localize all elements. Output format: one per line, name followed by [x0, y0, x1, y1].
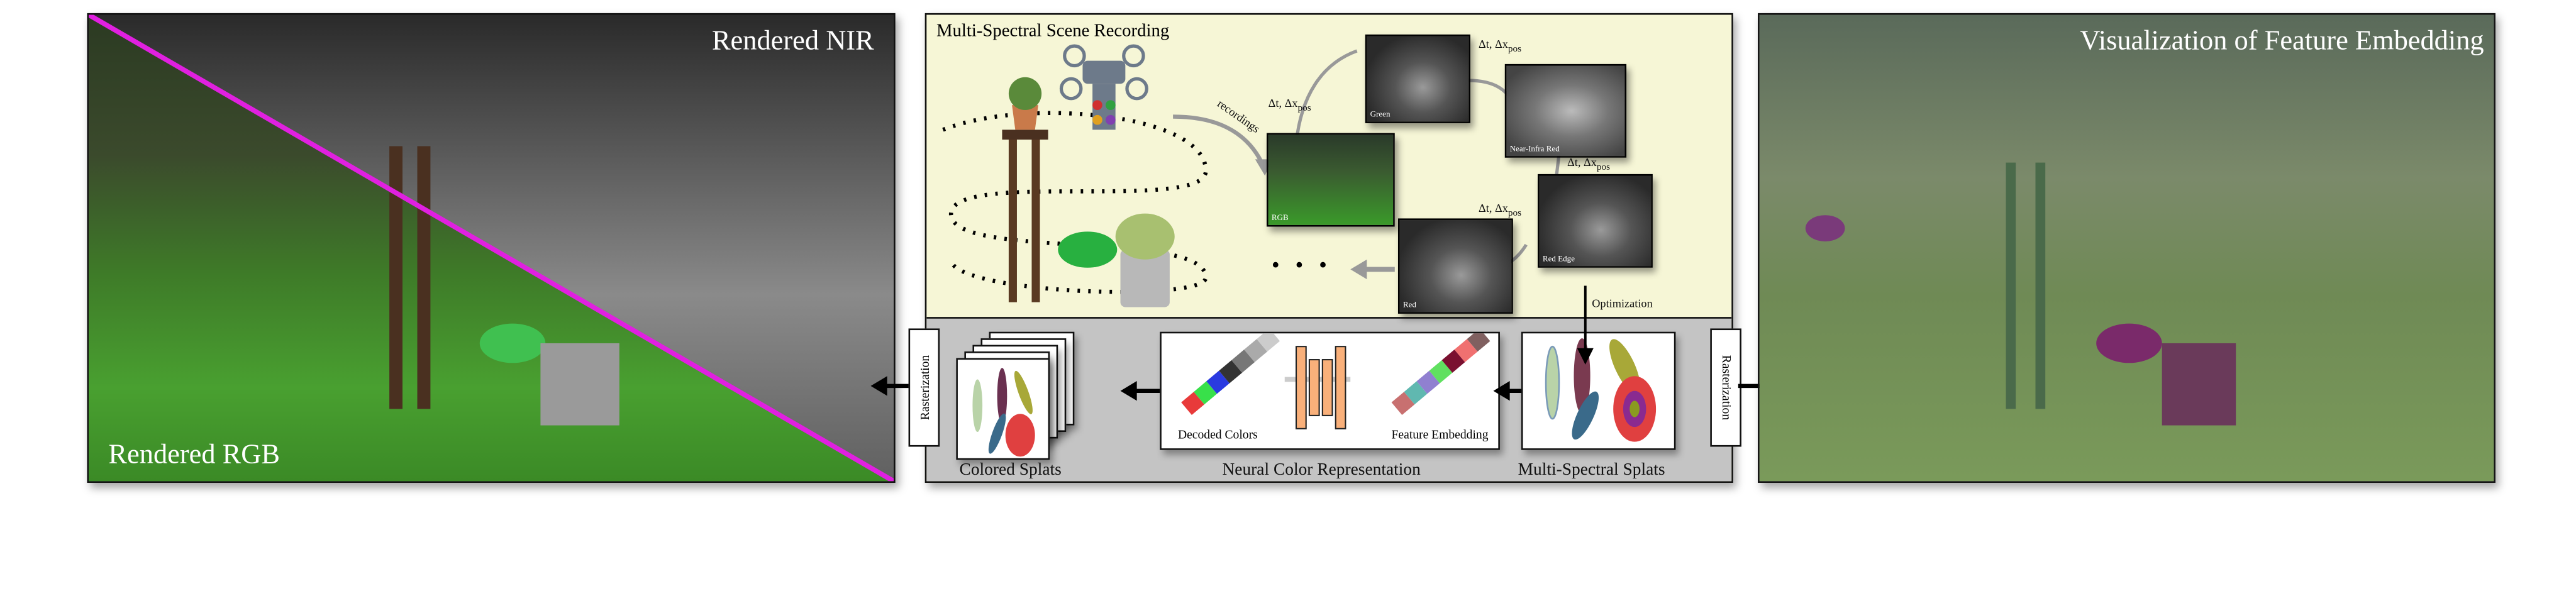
feature-embedding-visualization: Visualization of Feature Embedding: [1758, 13, 2496, 483]
delta-text: Δt, Δx: [1567, 156, 1597, 170]
delta-sub: pos: [1297, 104, 1311, 114]
feature-embedding-label: Feature Embedding: [1391, 427, 1489, 442]
optimization-arrow: [1577, 285, 1594, 365]
neural-color-representation-label: Neural Color Representation: [1222, 461, 1421, 480]
delta-text: Δt, Δx: [1478, 202, 1508, 216]
frame-red: Red: [1397, 218, 1513, 314]
delta-text: Δt, Δx: [1268, 97, 1298, 111]
delta-label-1: Δt, Δxpos: [1269, 97, 1311, 114]
frame-label: RGB: [1271, 215, 1289, 224]
frame-label: Near-Infra Red: [1509, 146, 1560, 155]
recording-illustration: [942, 44, 1561, 307]
rasterization-left: Rasterization: [908, 328, 940, 447]
delta-sub: pos: [1596, 163, 1611, 174]
rasterization-label: Rasterization: [916, 355, 932, 421]
delta-text: Δt, Δx: [1478, 38, 1508, 51]
colored-splats-label: Colored Splats: [959, 461, 1062, 480]
frame-green: Green: [1365, 34, 1470, 123]
multispectral-splats-image: [1521, 331, 1676, 450]
delta-sub: pos: [1507, 45, 1522, 55]
rendered-rgb-title: Rendered RGB: [108, 438, 280, 470]
delta-label-3: Δt, Δxpos: [1567, 156, 1610, 173]
neural-color-box: Decoded Colors Feature Embedding: [1160, 331, 1500, 450]
frame-label: Red: [1402, 302, 1416, 311]
feature-visualization-image: [1805, 162, 2236, 426]
arrow-decode-to-splats: [1120, 381, 1162, 401]
frame-red-edge: Red Edge: [1538, 174, 1653, 268]
ellipsis: • • •: [1271, 254, 1332, 280]
frame-rgb: RGB: [1267, 133, 1395, 227]
decoded-colors-label: Decoded Colors: [1177, 427, 1258, 442]
frame-label: Red Edge: [1542, 256, 1575, 265]
pipeline-section: Colored Splats Decoded Colors Feature Em…: [926, 317, 1732, 482]
rendered-nir-title: Rendered NIR: [711, 25, 874, 56]
optimization-label: Optimization: [1592, 297, 1653, 311]
rasterization-label: Rasterization: [1718, 355, 1733, 421]
multispectral-splats-label: Multi-Spectral Splats: [1518, 461, 1665, 480]
delta-label-2: Δt, Δxpos: [1479, 38, 1521, 55]
delta-label-4: Δt, Δxpos: [1479, 202, 1521, 219]
method-overview: Multi-Spectral Scene Recording recording…: [924, 13, 1733, 483]
colored-splats-image: [956, 358, 1050, 460]
rendered-comparison-image: Rendered NIR Rendered RGB: [87, 13, 896, 483]
feature-embedding-title: Visualization of Feature Embedding: [2080, 25, 2484, 56]
recording-title: Multi-Spectral Scene Recording: [936, 21, 1170, 41]
rasterization-right: Rasterization: [1710, 328, 1741, 447]
neural-network-icon: [1181, 333, 1491, 429]
delta-sub: pos: [1507, 209, 1522, 219]
frame-label: Green: [1370, 111, 1391, 120]
frame-near-infra-red: Near-Infra Red: [1504, 64, 1627, 158]
split-divider-line: [89, 14, 894, 482]
